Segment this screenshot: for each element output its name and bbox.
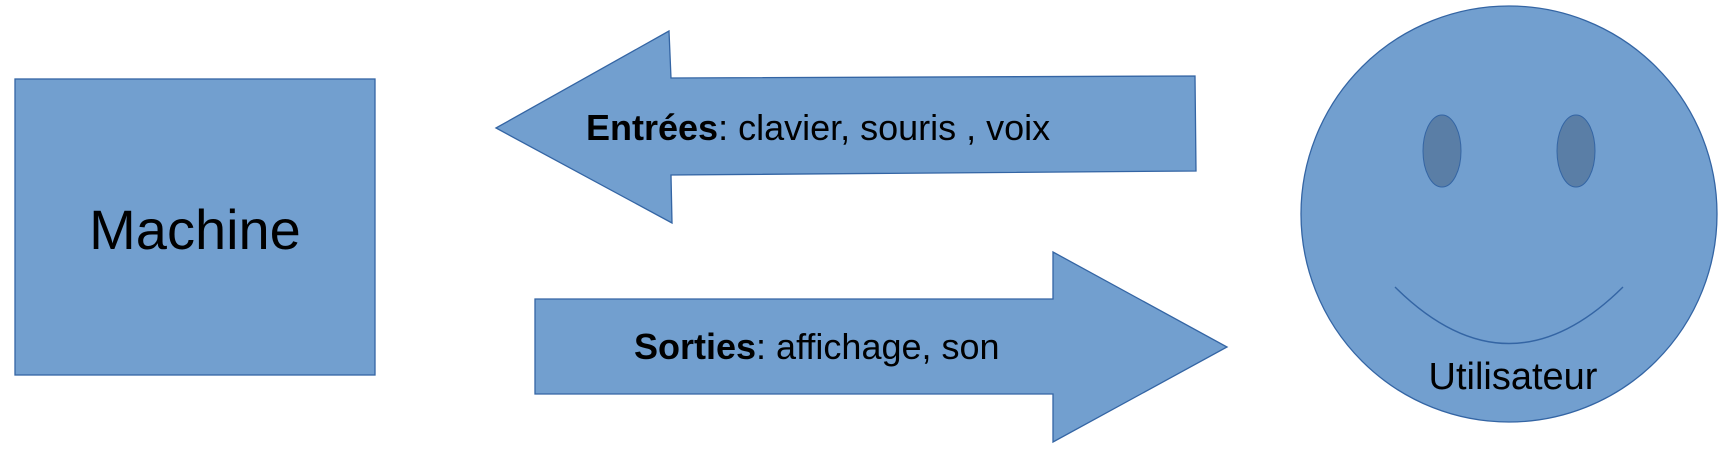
inputs-arrow-shape: [494, 29, 1197, 225]
outputs-arrow: Sorties: affichage, son: [534, 250, 1229, 444]
inputs-arrow-label: Entrées: clavier, souris , voix: [586, 107, 1050, 148]
smiley-face-icon: [1300, 5, 1718, 423]
outputs-arrow-label: Sorties: affichage, son: [634, 326, 1000, 367]
machine-label: Machine: [89, 198, 301, 261]
user-face: [1300, 5, 1718, 423]
left-eye: [1422, 114, 1462, 188]
machine-box: [14, 78, 376, 376]
inputs-description: : clavier, souris , voix: [718, 107, 1050, 148]
user-node: Utilisateur: [1300, 5, 1718, 423]
outputs-arrow-shape: [534, 250, 1229, 444]
outputs-term: Sorties: [634, 326, 756, 367]
inputs-term: Entrées: [586, 107, 718, 148]
inputs-arrow: Entrées: clavier, souris , voix: [494, 29, 1197, 225]
right-eye: [1556, 114, 1596, 188]
machine-node: Machine: [14, 78, 376, 376]
user-label: Utilisateur: [1429, 356, 1598, 398]
smile: [1394, 286, 1624, 345]
outputs-description: : affichage, son: [756, 326, 1000, 367]
